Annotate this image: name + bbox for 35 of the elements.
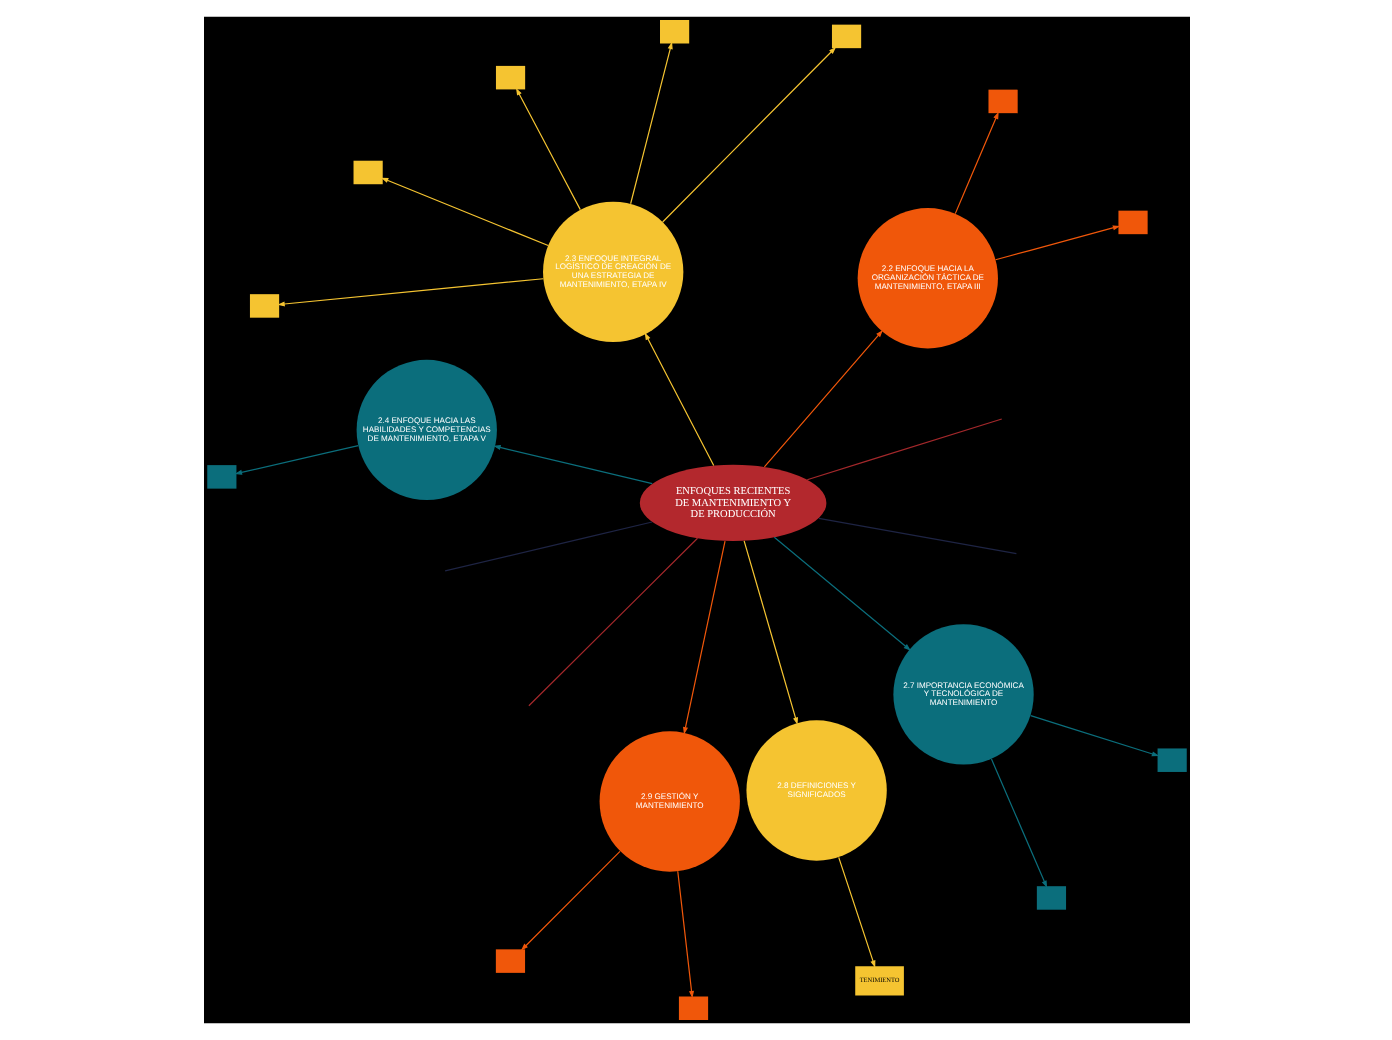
arrow <box>514 87 580 211</box>
arrow <box>492 445 652 485</box>
arrow <box>953 111 998 215</box>
node-box <box>659 20 689 44</box>
arrow <box>676 870 694 999</box>
arrow <box>1029 714 1159 757</box>
arrow <box>276 278 543 307</box>
connector <box>443 521 652 572</box>
arrow <box>661 46 836 223</box>
node-box <box>206 465 236 489</box>
node-box <box>1035 886 1066 910</box>
node-box <box>494 65 525 90</box>
arrow <box>519 850 620 951</box>
arrow <box>837 856 875 968</box>
arrow <box>989 758 1047 888</box>
arrow <box>772 536 910 651</box>
connector <box>805 418 1002 481</box>
arrow <box>643 332 714 467</box>
node-box <box>352 160 382 185</box>
arrow <box>762 330 882 468</box>
connector <box>527 537 698 707</box>
node-box <box>1117 210 1147 235</box>
node-box <box>830 24 861 49</box>
node-box <box>677 996 708 1020</box>
arrow <box>993 225 1120 261</box>
node-box <box>248 294 279 318</box>
arrow <box>742 540 797 725</box>
node-box <box>987 89 1017 114</box>
node-box <box>494 949 525 973</box>
arrow <box>380 177 548 247</box>
arrow <box>629 41 672 205</box>
node-box <box>1156 748 1186 772</box>
arrow <box>682 540 725 735</box>
arrow <box>233 445 358 475</box>
connector <box>817 517 1016 555</box>
